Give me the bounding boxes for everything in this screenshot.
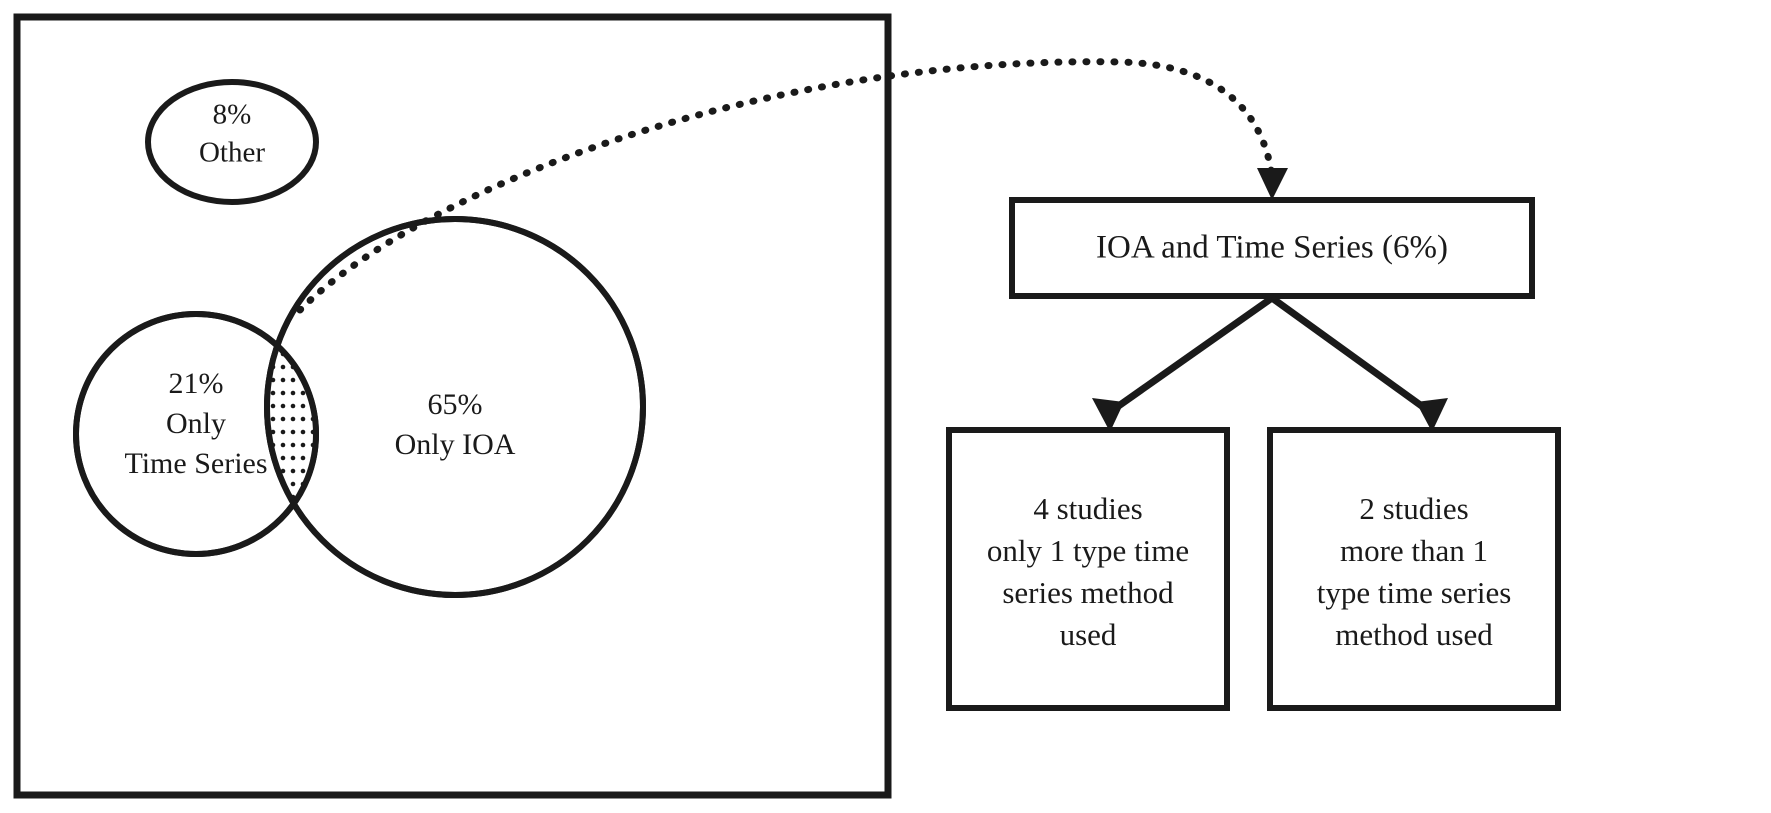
ioa-timeseries-box-label: IOA and Time Series (6%): [1096, 230, 1448, 266]
branch-line-left: [1107, 295, 1275, 415]
branch-arrow-right: [1416, 398, 1448, 432]
other-ellipse: [145, 79, 319, 205]
ioa-timeseries-box: [1009, 197, 1535, 299]
branch-arrow-left: [1092, 398, 1124, 432]
one-type-line4: used: [1060, 617, 1117, 652]
one-type-method-box: [946, 427, 1230, 711]
one-type-line1: 4 studies: [1033, 491, 1142, 526]
time-series-only-label: Only: [166, 407, 226, 440]
other-name-label: Other: [199, 137, 265, 169]
callout-arrowhead: [1257, 168, 1288, 200]
ioa-percent-label: 65%: [428, 388, 483, 421]
multi-type-line2: more than 1: [1340, 533, 1488, 568]
multi-type-line3: type time series: [1317, 575, 1512, 610]
one-type-line3: series method: [1002, 575, 1174, 610]
time-series-percent-label: 21%: [169, 367, 224, 400]
one-type-line2: only 1 type time: [987, 533, 1189, 568]
branch-line-right: [1269, 295, 1433, 415]
multi-type-line1: 2 studies: [1359, 491, 1468, 526]
callout-dotted-curve: [296, 58, 1276, 314]
study-methods-container: [13, 13, 892, 799]
time-series-name-label: Time Series: [124, 447, 267, 480]
multi-type-method-box: [1267, 427, 1561, 711]
ioa-name-label: Only IOA: [395, 428, 516, 461]
multi-type-line4: method used: [1335, 617, 1493, 652]
venn-overlap-region: [73, 216, 646, 598]
other-percent-label: 8%: [213, 99, 252, 131]
